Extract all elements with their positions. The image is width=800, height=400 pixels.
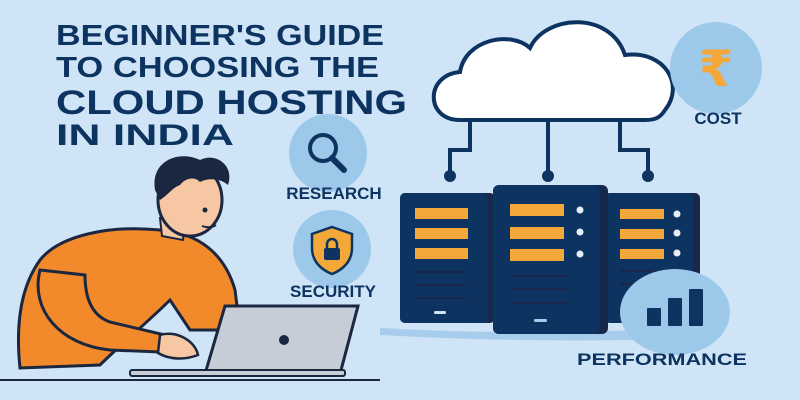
security-badge: SECURITY [290,210,377,301]
title-line-1: BEGINNER'S GUIDE [56,20,384,52]
person-illustration [0,156,380,381]
research-label: RESEARCH [286,184,381,203]
server-rack [380,185,700,341]
server-middle [493,185,608,334]
cost-badge: ₹ COST [670,22,762,128]
server-left [400,193,495,323]
shield-lock-icon [310,225,354,276]
bar-chart-icon [647,289,703,326]
performance-badge: PERFORMANCE [577,269,747,369]
title-line-4: IN INDIA [56,119,234,152]
research-badge: RESEARCH [286,114,382,203]
title-line-2: TO CHOOSING THE [56,52,379,84]
title-line-3: CLOUD HOSTING [56,84,407,122]
cloud-icon [431,20,675,182]
laptop-icon [129,304,360,377]
cost-label: COST [694,109,742,128]
security-label: SECURITY [290,282,377,301]
magnifier-icon [308,133,347,173]
performance-label: PERFORMANCE [577,350,747,369]
rupee-icon: ₹ [699,40,734,98]
